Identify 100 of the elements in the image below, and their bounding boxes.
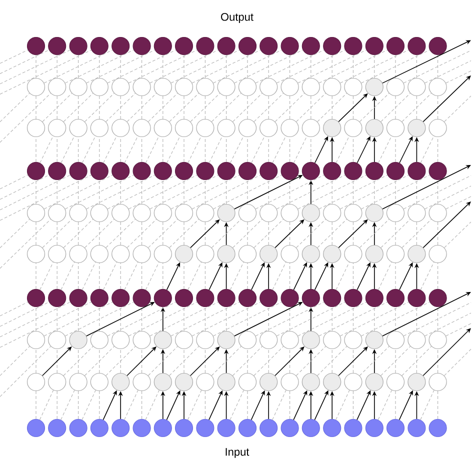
hidden-node: [69, 244, 88, 264]
hidden-node: [280, 244, 299, 264]
dashed-connection: [128, 174, 198, 210]
hidden-node: [260, 372, 278, 392]
hidden-node: [196, 244, 214, 264]
hidden-node: [302, 118, 320, 138]
dashed-connection: [99, 390, 100, 420]
dashed-connection: [56, 54, 58, 78]
dashed-connection: [352, 96, 354, 120]
dashed-connection: [150, 302, 218, 336]
dashed-connection: [378, 136, 392, 164]
dashed-connection: [336, 390, 350, 420]
dashed-connection: [276, 174, 346, 210]
dashed-connection: [444, 96, 472, 122]
dashed-connection: [268, 136, 269, 162]
hidden-node: [154, 78, 172, 96]
layer-node: [48, 288, 66, 308]
dashed-connection: [99, 180, 100, 204]
dashed-connection: [213, 50, 282, 84]
dashed-connection: [82, 262, 96, 290]
hidden-node: [48, 330, 66, 350]
layer-node: [48, 162, 66, 180]
dashed-connection: [359, 93, 390, 122]
dashed-connection: [120, 180, 121, 204]
dashed-connection: [0, 219, 30, 248]
hidden-node: [260, 118, 278, 138]
hidden-node: [260, 204, 278, 222]
dashed-connection: [145, 390, 160, 420]
dashed-connection: [78, 222, 79, 246]
hidden-node: [26, 78, 46, 96]
dashed-connection: [126, 219, 157, 248]
dashed-connection: [402, 346, 432, 376]
dashed-connection: [169, 346, 200, 376]
dashed-connection: [84, 219, 114, 248]
dashed-connection: [148, 219, 178, 248]
hidden-node: [26, 204, 46, 222]
layer-node: [26, 36, 46, 56]
hidden-node: [323, 204, 342, 222]
hidden-node: [238, 118, 257, 138]
dashed-connection: [352, 348, 354, 374]
input-node: [69, 418, 88, 438]
hidden-node: [132, 118, 151, 138]
dashed-connection: [106, 93, 136, 122]
dashed-connection: [0, 50, 70, 84]
hidden-node: [174, 372, 194, 392]
dashed-connection: [416, 96, 417, 120]
input-node: [90, 418, 108, 438]
dashed-connection: [310, 54, 312, 78]
dashed-connection: [208, 136, 223, 164]
hidden-node: [323, 330, 342, 350]
dashed-connection: [254, 346, 284, 376]
dashed-connection: [268, 54, 269, 78]
dashed-connection: [359, 219, 390, 248]
hidden-node: [112, 372, 130, 392]
dashed-connection: [150, 174, 218, 210]
dashed-connection: [336, 262, 350, 290]
dashed-connection: [378, 262, 392, 290]
dashed-connection: [268, 180, 269, 204]
dashed-connection: [416, 306, 417, 332]
dashed-connection: [204, 262, 206, 290]
hidden-node: [217, 118, 236, 138]
dashed-connection: [148, 93, 178, 122]
dashed-connection: [416, 180, 417, 204]
hidden-node: [112, 78, 130, 96]
dashed-connection: [416, 348, 417, 374]
dashed-connection: [247, 54, 248, 78]
dashed-connection: [254, 93, 284, 122]
input-node: [323, 418, 342, 438]
dashed-connection: [99, 348, 100, 374]
hidden-node: [408, 244, 426, 264]
hidden-node: [48, 118, 66, 138]
dashed-connection: [211, 93, 242, 122]
hidden-node: [344, 244, 362, 264]
hidden-node: [90, 118, 108, 138]
dashed-connection: [204, 54, 206, 78]
hidden-node: [90, 78, 108, 96]
hidden-node: [154, 330, 172, 350]
dashed-connection: [268, 222, 269, 246]
dashed-connection: [64, 174, 134, 210]
dashed-connection: [298, 50, 367, 84]
dashed-connection: [107, 50, 176, 84]
layer-node: [238, 162, 257, 180]
hidden-node: [344, 372, 362, 392]
hidden-node: [112, 118, 130, 138]
hidden-node: [196, 78, 214, 96]
dashed-connection: [211, 219, 242, 248]
layer-node: [280, 288, 299, 308]
hidden-node: [365, 244, 384, 264]
dashed-connection: [310, 96, 312, 120]
dashed-connection: [403, 175, 472, 210]
dashed-connection: [204, 96, 206, 120]
dashed-connection: [361, 174, 430, 210]
dashed-connection: [63, 93, 94, 122]
dashed-connection: [40, 136, 54, 164]
hidden-node: [238, 78, 257, 96]
hidden-node: [217, 204, 236, 222]
layer-node: [280, 36, 299, 56]
hidden-node: [238, 330, 257, 350]
dashed-connection: [420, 390, 434, 420]
dashed-connection: [298, 174, 367, 210]
